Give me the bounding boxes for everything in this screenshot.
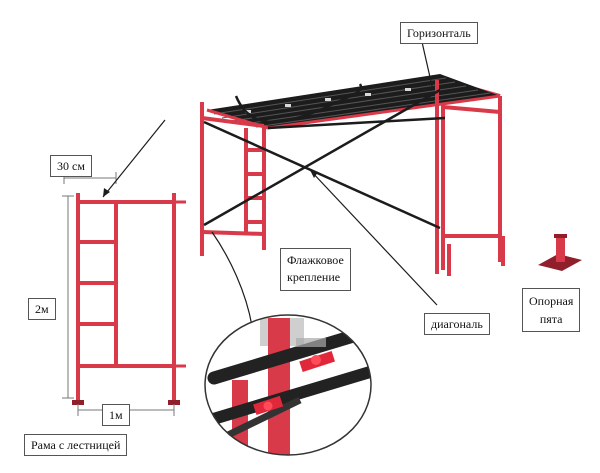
ladder-foot-left <box>72 400 84 405</box>
left-frame <box>200 102 266 256</box>
flag-coupling-label-line1: Флажковое <box>287 253 344 267</box>
base-plate-label-line1: Опорная <box>529 294 574 308</box>
diagonal-label: диагональ <box>424 313 490 336</box>
ladder-foot-right <box>168 400 180 405</box>
leader-lines <box>102 41 438 327</box>
flag-coupling-label-line2: крепление <box>287 270 341 285</box>
assembled-scaffold <box>200 74 582 276</box>
platform-deck <box>206 74 501 130</box>
base-plate-label-line2: пята <box>539 312 563 326</box>
frame-length-dimension: 1м <box>102 404 130 427</box>
coupling-detail-inset <box>204 314 372 456</box>
frame-width-dimension: 30 см <box>50 155 92 178</box>
back-frame <box>441 78 505 276</box>
frame-height-dimension: 2м <box>28 298 56 321</box>
horizontal-label: Горизонталь <box>400 22 478 45</box>
base-plate <box>538 234 582 271</box>
frame-caption: Рама с лестницей <box>24 434 128 457</box>
flag-coupling-label: Флажковое крепление <box>280 248 351 291</box>
arrowhead-diagonal <box>310 170 318 178</box>
arrowhead-frame <box>103 188 110 197</box>
base-plate-label: Опорная пята <box>522 288 581 332</box>
diagonal-braces <box>203 83 446 230</box>
ladder-frame <box>76 193 186 402</box>
